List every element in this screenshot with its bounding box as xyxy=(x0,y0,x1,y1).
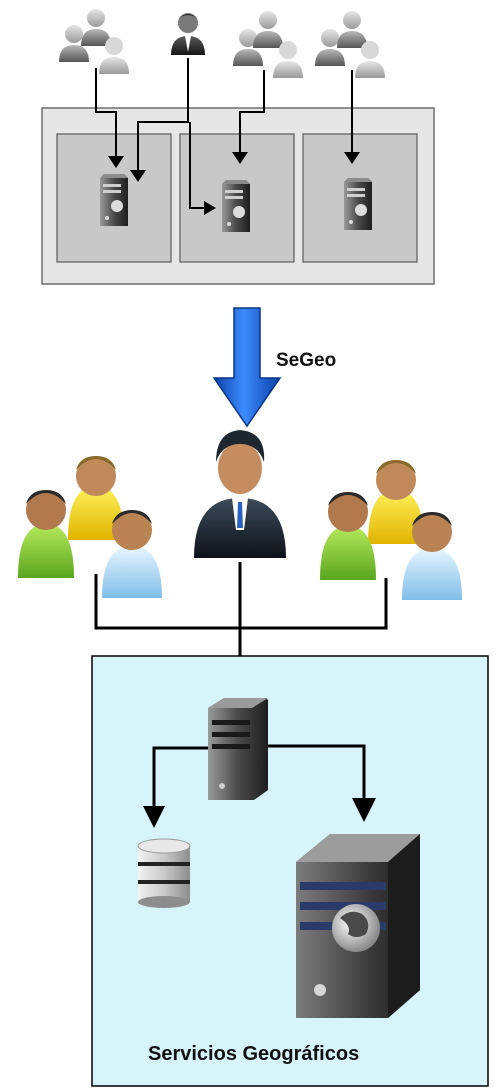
new-users xyxy=(18,430,462,600)
user-group-icon xyxy=(320,460,462,600)
user-group-icon xyxy=(315,11,385,78)
user-group-icon xyxy=(59,9,129,74)
server-icon xyxy=(100,174,128,226)
down-arrow-icon xyxy=(212,307,282,428)
legacy-connectors xyxy=(95,58,353,209)
map-server-icon xyxy=(296,834,420,1018)
service-connectors xyxy=(152,744,366,808)
admin-user-icon xyxy=(194,430,286,558)
database-icon xyxy=(137,838,191,908)
user-group-icon xyxy=(233,11,303,78)
server-icon xyxy=(208,698,268,800)
admin-user-icon xyxy=(171,13,205,55)
server-icon xyxy=(344,178,372,230)
arrowhead xyxy=(143,806,165,828)
user-connectors xyxy=(94,562,388,666)
transition-arrow: SeGeo xyxy=(212,307,336,428)
legacy-architecture xyxy=(41,9,435,285)
services-box: Servicios Geográficos xyxy=(91,655,489,1087)
transition-label: SeGeo xyxy=(276,350,336,371)
services-label: Servicios Geográficos xyxy=(148,1043,359,1065)
server-icon xyxy=(222,180,250,232)
user-group-icon xyxy=(18,456,162,598)
arrowhead xyxy=(352,798,376,822)
legacy-arrowheads xyxy=(108,152,360,215)
